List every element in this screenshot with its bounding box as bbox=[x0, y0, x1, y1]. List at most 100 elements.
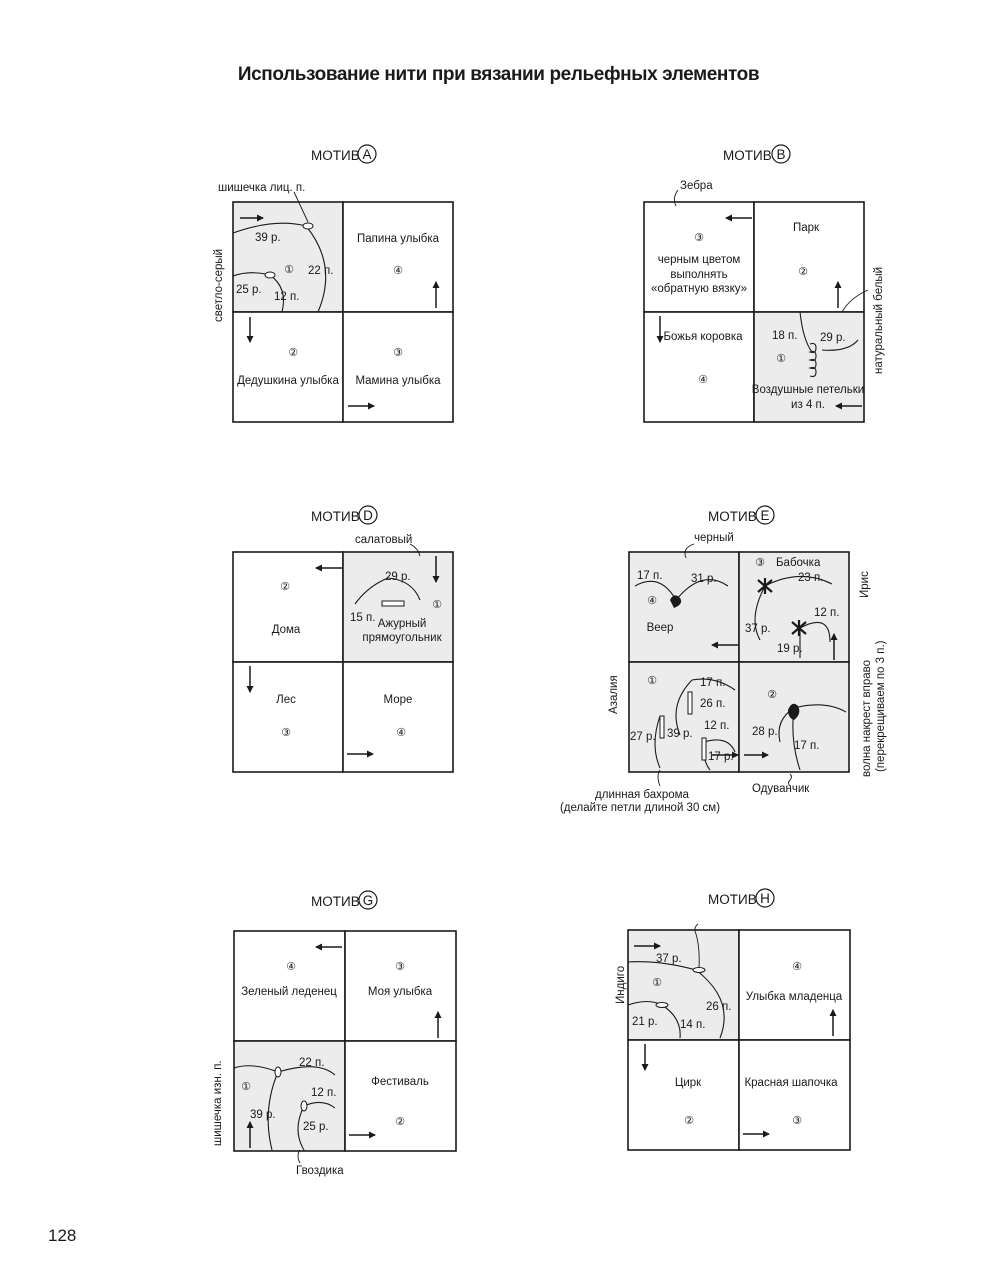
motif-b-cell-4 bbox=[643, 311, 755, 423]
motif-a-bobble-1 bbox=[302, 222, 314, 230]
motif-h-r37: 37 р. bbox=[656, 953, 682, 965]
motif-b-name-3a: черным цветом bbox=[658, 254, 741, 266]
motif-d-r29: 29 р. bbox=[385, 571, 411, 583]
motif-b-name-1a: Воздушные петельки bbox=[752, 384, 864, 396]
motif-a-cell-4 bbox=[342, 201, 454, 313]
motif-h-letter-circle bbox=[755, 888, 775, 908]
motif-g-num-1: ① bbox=[241, 1081, 251, 1093]
motif-e-p26: 26 п. bbox=[700, 698, 725, 710]
motif-a-color-note: светло-серый bbox=[213, 249, 225, 322]
motif-e-fringe-leader bbox=[657, 769, 661, 787]
motif-a-letter-circle bbox=[357, 144, 377, 164]
motif-b-color-leader bbox=[841, 289, 869, 313]
motif-a-num-4: ④ bbox=[393, 265, 403, 277]
page-title: Использование нити при вязании рельефных… bbox=[237, 64, 760, 85]
motif-a-bobble-2 bbox=[264, 271, 276, 279]
motif-b-letter: B bbox=[776, 147, 785, 162]
motif-h-num-2: ② bbox=[684, 1115, 694, 1127]
motif-e-arc-39 bbox=[675, 679, 693, 736]
motif-e-arc-23 bbox=[764, 575, 833, 587]
motif-d-arc-15 bbox=[354, 577, 389, 605]
motif-a-num-3: ③ bbox=[393, 347, 403, 359]
motif-b-num-3: ③ bbox=[694, 232, 704, 244]
motif-a-arc-39 bbox=[232, 222, 307, 234]
motif-e-fan-mark bbox=[670, 595, 682, 608]
motif-h-cell-1 bbox=[627, 929, 740, 1041]
motif-b-num-1: ① bbox=[776, 353, 786, 365]
motif-a-cell-3 bbox=[342, 311, 454, 423]
motif-g-letter: G bbox=[363, 893, 374, 908]
motif-e-iris-note: Ирис bbox=[859, 571, 871, 598]
motif-e-azalea-note: Азалия bbox=[608, 675, 620, 714]
motif-e-cell-3 bbox=[738, 551, 850, 663]
motif-e-wave-2: (перекрещиваем по 3 п.) bbox=[875, 640, 887, 772]
motif-e-dandelion-leader bbox=[788, 773, 792, 787]
motif-a-p22: 22 п. bbox=[308, 265, 333, 277]
motif-h-p14: 14 п. bbox=[680, 1019, 705, 1031]
motif-e-cell-4 bbox=[628, 551, 740, 663]
motif-d-p15: 15 п. bbox=[350, 612, 375, 624]
motif-g-cell-2 bbox=[344, 1040, 457, 1152]
motif-d-cell-1 bbox=[342, 551, 454, 663]
motif-a-label: МОТИВ bbox=[311, 148, 360, 163]
motif-d-name-2: Дома bbox=[272, 624, 301, 636]
motif-e: МОТИВ E черный Ирис Азалия волна накрест… bbox=[560, 505, 887, 814]
motif-b-letter-circle bbox=[771, 144, 791, 164]
motif-d-num-1: ① bbox=[432, 599, 442, 611]
motif-b: МОТИВ B Зебра натуральный белый ③ черным… bbox=[643, 144, 885, 423]
motif-e-black-note: черный bbox=[694, 532, 734, 544]
motif-g-cell-4 bbox=[233, 930, 346, 1042]
motif-g-num-3: ③ bbox=[395, 961, 405, 973]
motif-e-arc-31 bbox=[675, 579, 729, 601]
motif-e-r37: 37 р. bbox=[745, 623, 771, 635]
motif-h-name-3: Красная шапочка bbox=[744, 1077, 838, 1089]
motif-a-p12: 12 п. bbox=[274, 291, 299, 303]
motif-g-arc-left bbox=[233, 1065, 279, 1073]
motif-h-num-3: ③ bbox=[792, 1115, 802, 1127]
motif-h-bobble-1 bbox=[692, 967, 706, 973]
motif-d-color-leader bbox=[409, 543, 421, 557]
motif-b-arc-18 bbox=[799, 311, 813, 353]
motif-g-name-2: Фестиваль bbox=[371, 1076, 429, 1088]
motif-h-p26: 26 п. bbox=[706, 1001, 731, 1013]
motif-b-name-3c: «обратную вязку» bbox=[651, 283, 747, 295]
motif-g-r25: 25 р. bbox=[303, 1121, 329, 1133]
motif-b-num-2: ② bbox=[798, 266, 808, 278]
motif-h-cell-2 bbox=[627, 1039, 740, 1151]
page-number: 128 bbox=[48, 1226, 77, 1245]
motif-a-name-3: Мамина улыбка bbox=[355, 375, 441, 387]
motif-e-black-leader bbox=[684, 543, 695, 559]
motif-h-top-leader bbox=[694, 923, 700, 969]
motif-e-num-3: ③ bbox=[755, 557, 765, 569]
motif-e-r39: 39 р. bbox=[667, 728, 693, 740]
motif-e-arc-12b bbox=[703, 739, 736, 753]
motif-d-name-4: Море bbox=[384, 694, 413, 706]
motif-g-p22: 22 п. bbox=[299, 1057, 324, 1069]
motif-a-cell-2 bbox=[232, 311, 344, 423]
motif-e-fringe-mark-3 bbox=[701, 737, 707, 761]
motif-e-r19: 19 р. bbox=[777, 643, 803, 655]
motif-e-name-3: Бабочка bbox=[776, 557, 821, 569]
motif-e-p17c: 17 п. bbox=[794, 740, 819, 752]
motif-g-cell-1 bbox=[233, 1040, 346, 1152]
motif-b-cell-2 bbox=[753, 201, 865, 313]
motif-d-name-3: Лес bbox=[276, 694, 296, 706]
motif-e-dandelion-mark bbox=[788, 703, 800, 720]
motif-e-p12b: 12 п. bbox=[704, 720, 729, 732]
motif-e-r27: 27 р. bbox=[630, 731, 656, 743]
motif-e-r28: 28 р. bbox=[752, 726, 778, 738]
motif-a-name-2: Дедушкина улыбка bbox=[237, 375, 339, 387]
motif-e-butterfly-1 bbox=[757, 578, 773, 594]
motif-e-p23: 23 п. bbox=[798, 572, 823, 584]
motif-g-bobble-note: шишечка изн. п. bbox=[212, 1060, 224, 1146]
motif-b-name-2: Парк bbox=[793, 222, 820, 234]
motif-d-lace-rect bbox=[381, 600, 405, 607]
motif-a-num-2: ② bbox=[288, 347, 298, 359]
motif-d-color-note: салатовый bbox=[355, 534, 412, 546]
motif-e-arc-17a bbox=[634, 580, 677, 601]
motif-b-num-4: ④ bbox=[698, 374, 708, 386]
motif-e-letter-circle bbox=[755, 505, 775, 525]
motif-g-arc-22 bbox=[277, 1066, 336, 1076]
motif-d-label: МОТИВ bbox=[311, 509, 360, 524]
motif-a-bobble-leader bbox=[293, 191, 309, 223]
